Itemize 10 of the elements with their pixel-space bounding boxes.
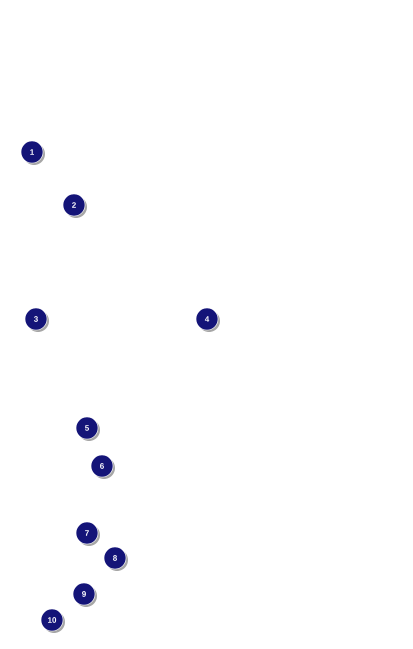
callout-number: 2 bbox=[62, 194, 87, 218]
callout-number: 5 bbox=[76, 416, 100, 441]
callout-number: 6 bbox=[90, 454, 115, 479]
callout-number: 4 bbox=[196, 308, 220, 332]
callout-number: 7 bbox=[76, 522, 100, 546]
callout-number: 3 bbox=[24, 308, 49, 332]
callout-number: 9 bbox=[72, 582, 97, 607]
callout-number: 10 bbox=[40, 608, 65, 633]
callout-number: 1 bbox=[20, 140, 45, 165]
callout-number: 8 bbox=[104, 546, 128, 571]
